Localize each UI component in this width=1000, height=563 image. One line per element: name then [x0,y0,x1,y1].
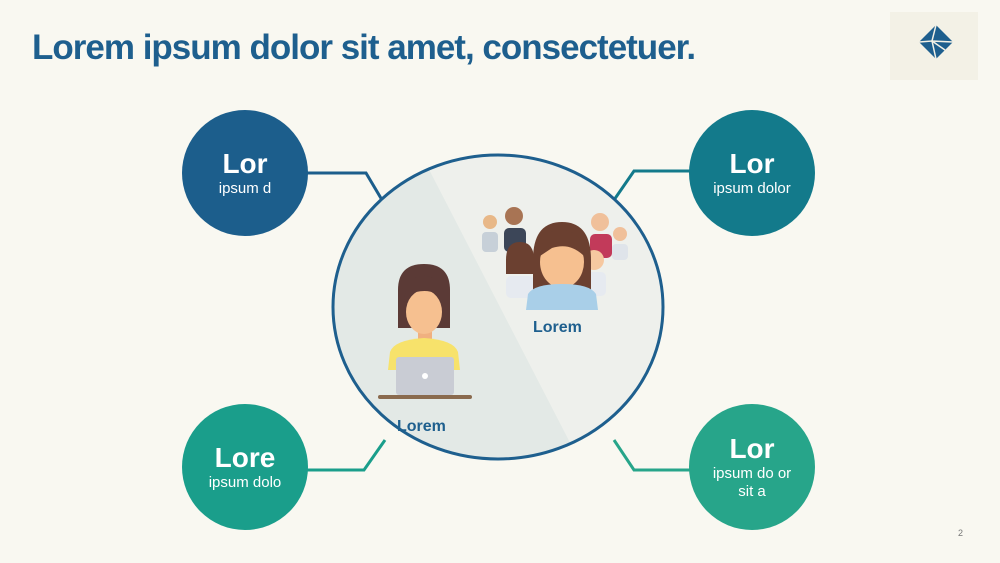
hub-left-label: Lorem [397,418,446,435]
node-text: ipsum do or sit a [712,465,792,500]
node-heading: Lor [729,148,775,179]
slide-title: Lorem ipsum dolor sit amet, consectetuer… [32,28,696,67]
node-text: ipsum d [218,180,272,197]
geometric-diamond-logo-icon [918,24,954,60]
node-heading: Lor [222,148,268,179]
connector-top-left [302,171,384,201]
group-of-people-icon [482,207,628,310]
connector-bottom-left [300,439,387,472]
logo [890,12,978,80]
node-bottom-left: Lore ipsum dolo [182,404,308,530]
page-number: 2 [958,528,964,538]
connector-bottom-right [612,439,698,472]
central-circle: Lorem Lorem [330,152,666,462]
node-text: ipsum dolo [208,474,282,491]
node-top-left: Lor ipsum d [182,110,308,236]
node-text: ipsum dolor [713,180,791,197]
node-top-right: Lor ipsum dolor [689,110,815,236]
node-heading: Lor [729,433,775,464]
connector-top-right [612,169,694,201]
node-heading: Lore [214,442,276,473]
node-bottom-right: Lor ipsum do or sit a [689,404,815,530]
hub-right-label: Lorem [533,319,582,336]
person-with-laptop-icon [378,264,472,399]
